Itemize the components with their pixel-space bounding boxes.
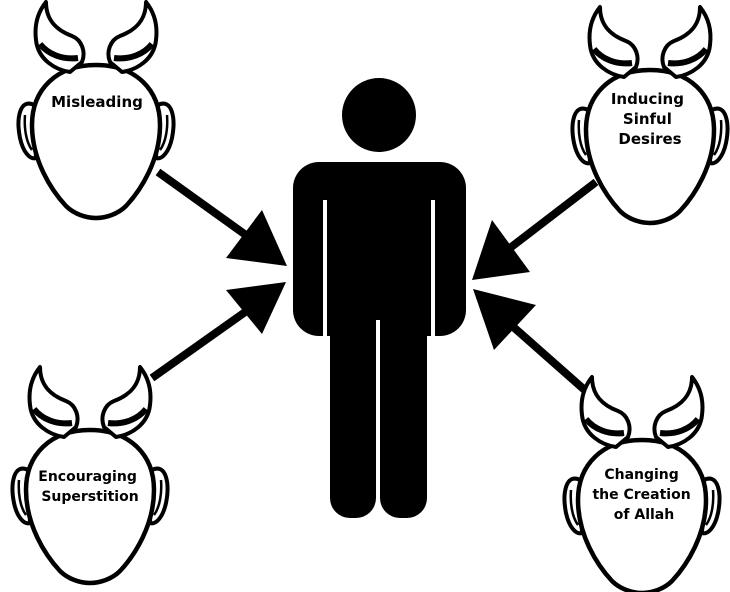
label-misleading: Misleading [51, 93, 143, 111]
label-line: Desires [618, 130, 681, 148]
label-line: Inducing [611, 90, 684, 108]
label-line: Changing [604, 467, 678, 483]
devil-head-changing-creation-icon [565, 377, 720, 592]
label-line: Superstition [41, 489, 138, 505]
label-line: of Allah [614, 507, 674, 523]
label-line: Misleading [51, 93, 143, 111]
human-figure-icon [293, 78, 466, 520]
arrow-misleading [158, 172, 287, 266]
label-line: Sinful [623, 110, 672, 128]
label-line: the Creation [592, 487, 690, 503]
arrow-superstition [152, 282, 286, 378]
label-line: Encouraging [38, 469, 137, 485]
arrow-changing-creation [473, 289, 596, 400]
arrow-sinful-desires [472, 182, 596, 280]
